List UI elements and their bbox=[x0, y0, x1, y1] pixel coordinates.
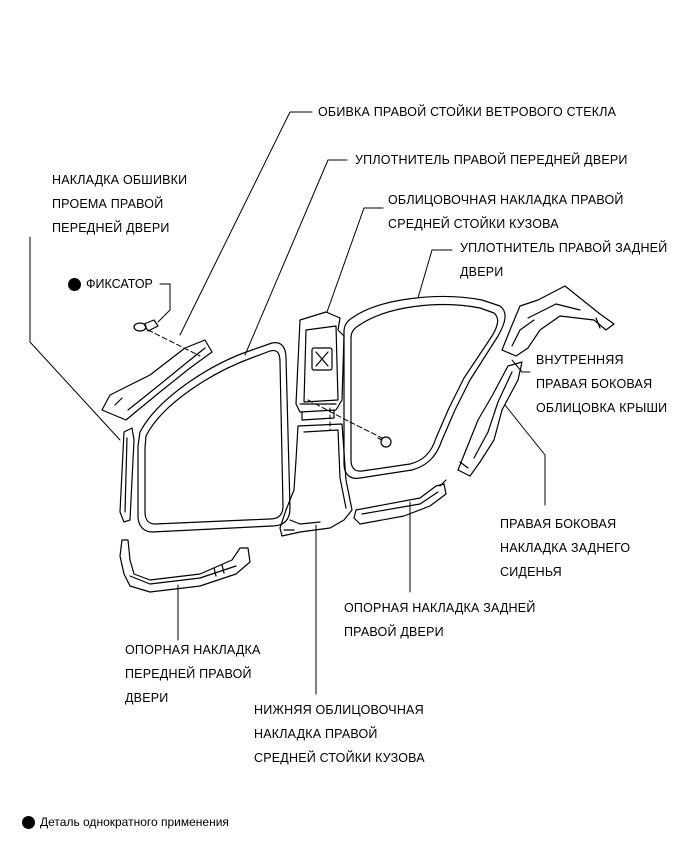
label-rear-door-weatherstrip: УПЛОТНИТЕЛЬ ПРАВОЙ ЗАДНЕЙ ДВЕРИ bbox=[460, 236, 667, 284]
rear-door-weatherstrip-part bbox=[343, 296, 506, 479]
label-roof-side-inner-garnish: ВНУТРЕННЯЯ ПРАВАЯ БОКОВАЯ ОБЛИЦОВКА КРЫШ… bbox=[536, 348, 667, 420]
label-line: ОБЛИЦОВОЧНАЯ НАКЛАДКА ПРАВОЙ bbox=[388, 193, 624, 207]
leader-center-pillar-upper bbox=[326, 207, 384, 313]
leader-windshield-pillar bbox=[179, 111, 313, 336]
label-clip: ФИКСАТОР bbox=[68, 276, 153, 292]
filled-circle-icon bbox=[22, 815, 35, 829]
single-use-dot-icon bbox=[68, 277, 81, 291]
leader-front-door-weatherstrip bbox=[244, 159, 348, 356]
label-line: ОБИВКА ПРАВОЙ СТОЙКИ ВЕТРОВОГО СТЕКЛА bbox=[318, 105, 617, 119]
label-line: ПЕРЕДНЕЙ ПРАВОЙ bbox=[125, 667, 252, 681]
label-line: НАКЛАДКА ОБШИВКИ bbox=[52, 173, 188, 187]
rear-door-scuff-plate-part bbox=[353, 479, 447, 525]
label-line: ФИКСАТОР bbox=[86, 277, 153, 291]
label-line: СРЕДНЕЙ СТОЙКИ КУЗОВА bbox=[388, 217, 559, 231]
leader-front-door-opening-trim bbox=[29, 236, 121, 441]
screw-part bbox=[377, 436, 392, 448]
label-front-door-scuff-plate: ОПОРНАЯ НАКЛАДКА ПЕРЕДНЕЙ ПРАВОЙ ДВЕРИ bbox=[125, 638, 261, 710]
label-line: ОБЛИЦОВКА КРЫШИ bbox=[536, 401, 668, 415]
label-rear-door-scuff-plate: ОПОРНАЯ НАКЛАДКА ЗАДНЕЙ ПРАВОЙ ДВЕРИ bbox=[344, 596, 536, 644]
rear-seat-side-garnish-part bbox=[457, 361, 523, 477]
label-line: ОПОРНАЯ НАКЛАДКА ЗАДНЕЙ bbox=[344, 601, 536, 615]
label-line: УПЛОТНИТЕЛЬ ПРАВОЙ ПЕРЕДНЕЙ ДВЕРИ bbox=[355, 153, 628, 167]
center-pillar-upper-garnish-part bbox=[295, 311, 345, 421]
label-line: ВНУТРЕННЯЯ bbox=[536, 353, 624, 367]
leader-rear-seat-side bbox=[504, 404, 546, 506]
label-center-pillar-upper-garnish: ОБЛИЦОВОЧНАЯ НАКЛАДКА ПРАВОЙ СРЕДНЕЙ СТО… bbox=[388, 188, 624, 236]
front-door-scuff-plate-part bbox=[119, 539, 251, 593]
label-line: НАКЛАДКА ЗАДНЕГО bbox=[500, 541, 631, 555]
label-line: ОПОРНАЯ НАКЛАДКА bbox=[125, 643, 261, 657]
label-line: НИЖНЯЯ ОБЛИЦОВОЧНАЯ bbox=[254, 703, 424, 717]
label-line: НАКЛАДКА ПРАВОЙ bbox=[254, 727, 378, 741]
leader-lines bbox=[29, 111, 546, 695]
label-line: ДВЕРИ bbox=[125, 691, 169, 705]
windshield-pillar-garnish bbox=[101, 339, 213, 421]
label-line: СИДЕНЬЯ bbox=[500, 565, 562, 579]
front-door-opening-trim-part bbox=[119, 427, 135, 523]
label-center-pillar-lower-garnish: НИЖНЯЯ ОБЛИЦОВОЧНАЯ НАКЛАДКА ПРАВОЙ СРЕД… bbox=[254, 698, 425, 770]
label-line: ПРОЕМА ПРАВОЙ bbox=[52, 197, 164, 211]
center-pillar-lower-garnish-part bbox=[279, 423, 353, 537]
label-line: ПРАВАЯ БОКОВАЯ bbox=[536, 377, 653, 391]
label-line: ПРАВОЙ ДВЕРИ bbox=[344, 625, 444, 639]
label-line: СРЕДНЕЙ СТОЙКИ КУЗОВА bbox=[254, 751, 425, 765]
label-line: ПЕРЕДНЕЙ ДВЕРИ bbox=[52, 221, 170, 235]
legend-text: Деталь однократного применения bbox=[40, 815, 229, 829]
roof-side-inner-garnish-part bbox=[501, 285, 615, 357]
label-line: ПРАВАЯ БОКОВАЯ bbox=[500, 517, 617, 531]
label-line: ДВЕРИ bbox=[460, 265, 504, 279]
label-rear-seat-side-garnish: ПРАВАЯ БОКОВАЯ НАКЛАДКА ЗАДНЕГО СИДЕНЬЯ bbox=[500, 512, 630, 584]
leader-clip bbox=[157, 283, 171, 323]
label-windshield-pillar-garnish: ОБИВКА ПРАВОЙ СТОЙКИ ВЕТРОВОГО СТЕКЛА bbox=[318, 100, 616, 124]
label-line: УПЛОТНИТЕЛЬ ПРАВОЙ ЗАДНЕЙ bbox=[460, 241, 668, 255]
legend: Деталь однократного применения bbox=[22, 814, 229, 830]
label-front-door-opening-trim: НАКЛАДКА ОБШИВКИ ПРОЕМА ПРАВОЙ ПЕРЕДНЕЙ … bbox=[52, 168, 187, 240]
label-front-door-weatherstrip: УПЛОТНИТЕЛЬ ПРАВОЙ ПЕРЕДНЕЙ ДВЕРИ bbox=[355, 148, 628, 172]
leader-rear-door-weatherstrip bbox=[417, 249, 453, 299]
front-door-weatherstrip-part bbox=[137, 342, 291, 533]
clip-part bbox=[133, 319, 159, 332]
